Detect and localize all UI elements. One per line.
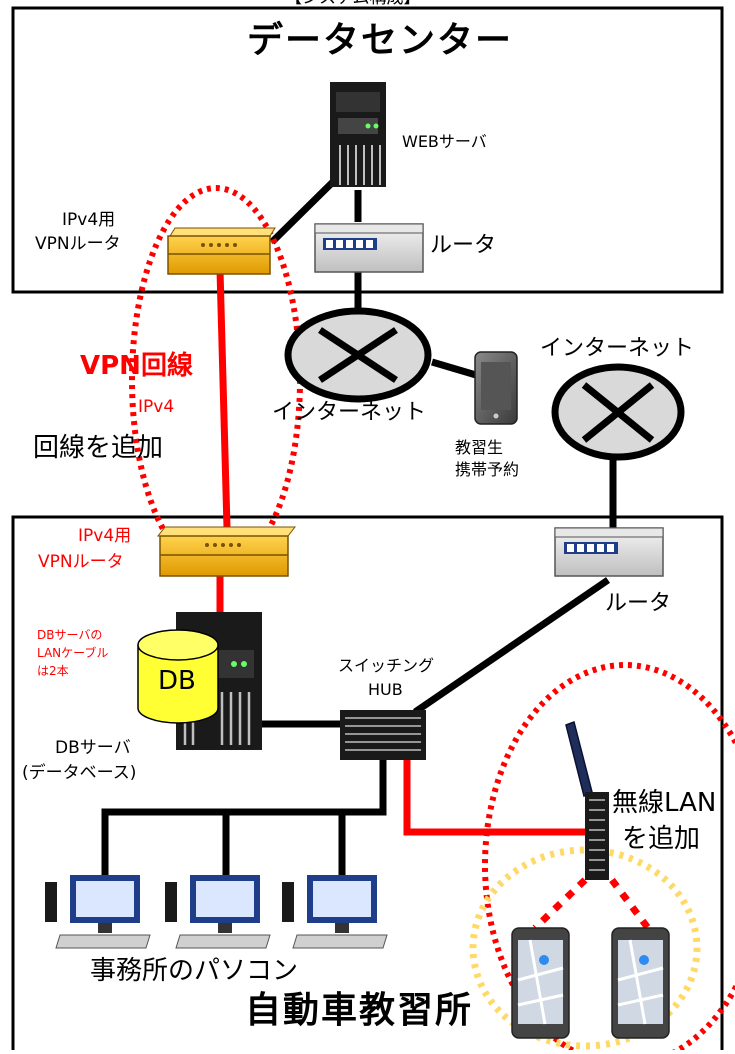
web-server-label: WEBサーバ [402,132,487,151]
school-vpn-router-label-1: IPv4用 [78,526,132,546]
datacenter-vpn-router-label-2: VPNルータ [35,234,121,254]
office-pc-2-icon [165,875,271,949]
internet-right-icon [551,363,685,461]
office-pc-1-icon [45,875,151,949]
header-partial: 【システム構成】 [285,0,421,9]
school-box [11,515,724,1054]
db-note-3: は2本 [37,664,69,678]
internet-right-label: インターネット [540,336,695,361]
switch-label-2: HUB [368,680,403,699]
wireless-signal-lines [532,877,651,931]
datacenter-vpn-router-label-1: IPv4用 [62,210,116,230]
student-phone-label-1: 教習生 [455,438,504,457]
red-links [216,269,585,836]
db-server-label-2: (データベース) [22,763,137,783]
datacenter-title: データセンター [247,20,514,61]
black-links [101,167,617,875]
db-server-label-1: DBサーバ [55,738,131,758]
vpn-line-sub: IPv4 [138,397,175,417]
db-cylinder-label: DB [158,666,196,696]
school-router-icon [554,527,664,577]
office-pcs-label: 事務所のパソコン [90,956,299,986]
vpn-add-note: 回線を追加 [33,433,164,463]
school-vpn-router-icon [156,526,297,577]
db-note-2: LANケーブル [37,646,109,660]
switch-label-1: スイッチング [338,656,435,675]
wlan-label-2: を追加 [622,824,701,854]
school-vpn-router-label-2: VPNルータ [38,552,124,572]
datacenter-vpn-router-icon [167,227,276,275]
internet-left-label: インターネット [272,400,427,425]
school-title: 自動車教習所 [245,990,474,1031]
student-phone-label-2: 携帯予約 [455,460,520,479]
map-phone-left-icon [511,927,570,1039]
wlan-label-1: 無線LAN [612,788,717,818]
school-router-label: ルータ [605,591,672,616]
web-server-icon [330,82,386,187]
db-note-1: DBサーバの [37,628,103,642]
database-cylinder-icon [137,629,219,724]
vpn-line-title: VPN回線 [80,351,193,381]
datacenter-router-icon [314,223,424,273]
switching-hub-icon [340,710,426,760]
map-phone-right-icon [611,927,670,1039]
datacenter-router-label: ルータ [430,233,497,258]
student-phone-icon [474,351,518,425]
office-pc-3-icon [282,875,388,949]
internet-left-icon [284,307,432,403]
wireless-ap-icon [565,721,609,880]
datacenter-box [11,6,724,294]
phones-dotted-circle [469,846,701,1050]
